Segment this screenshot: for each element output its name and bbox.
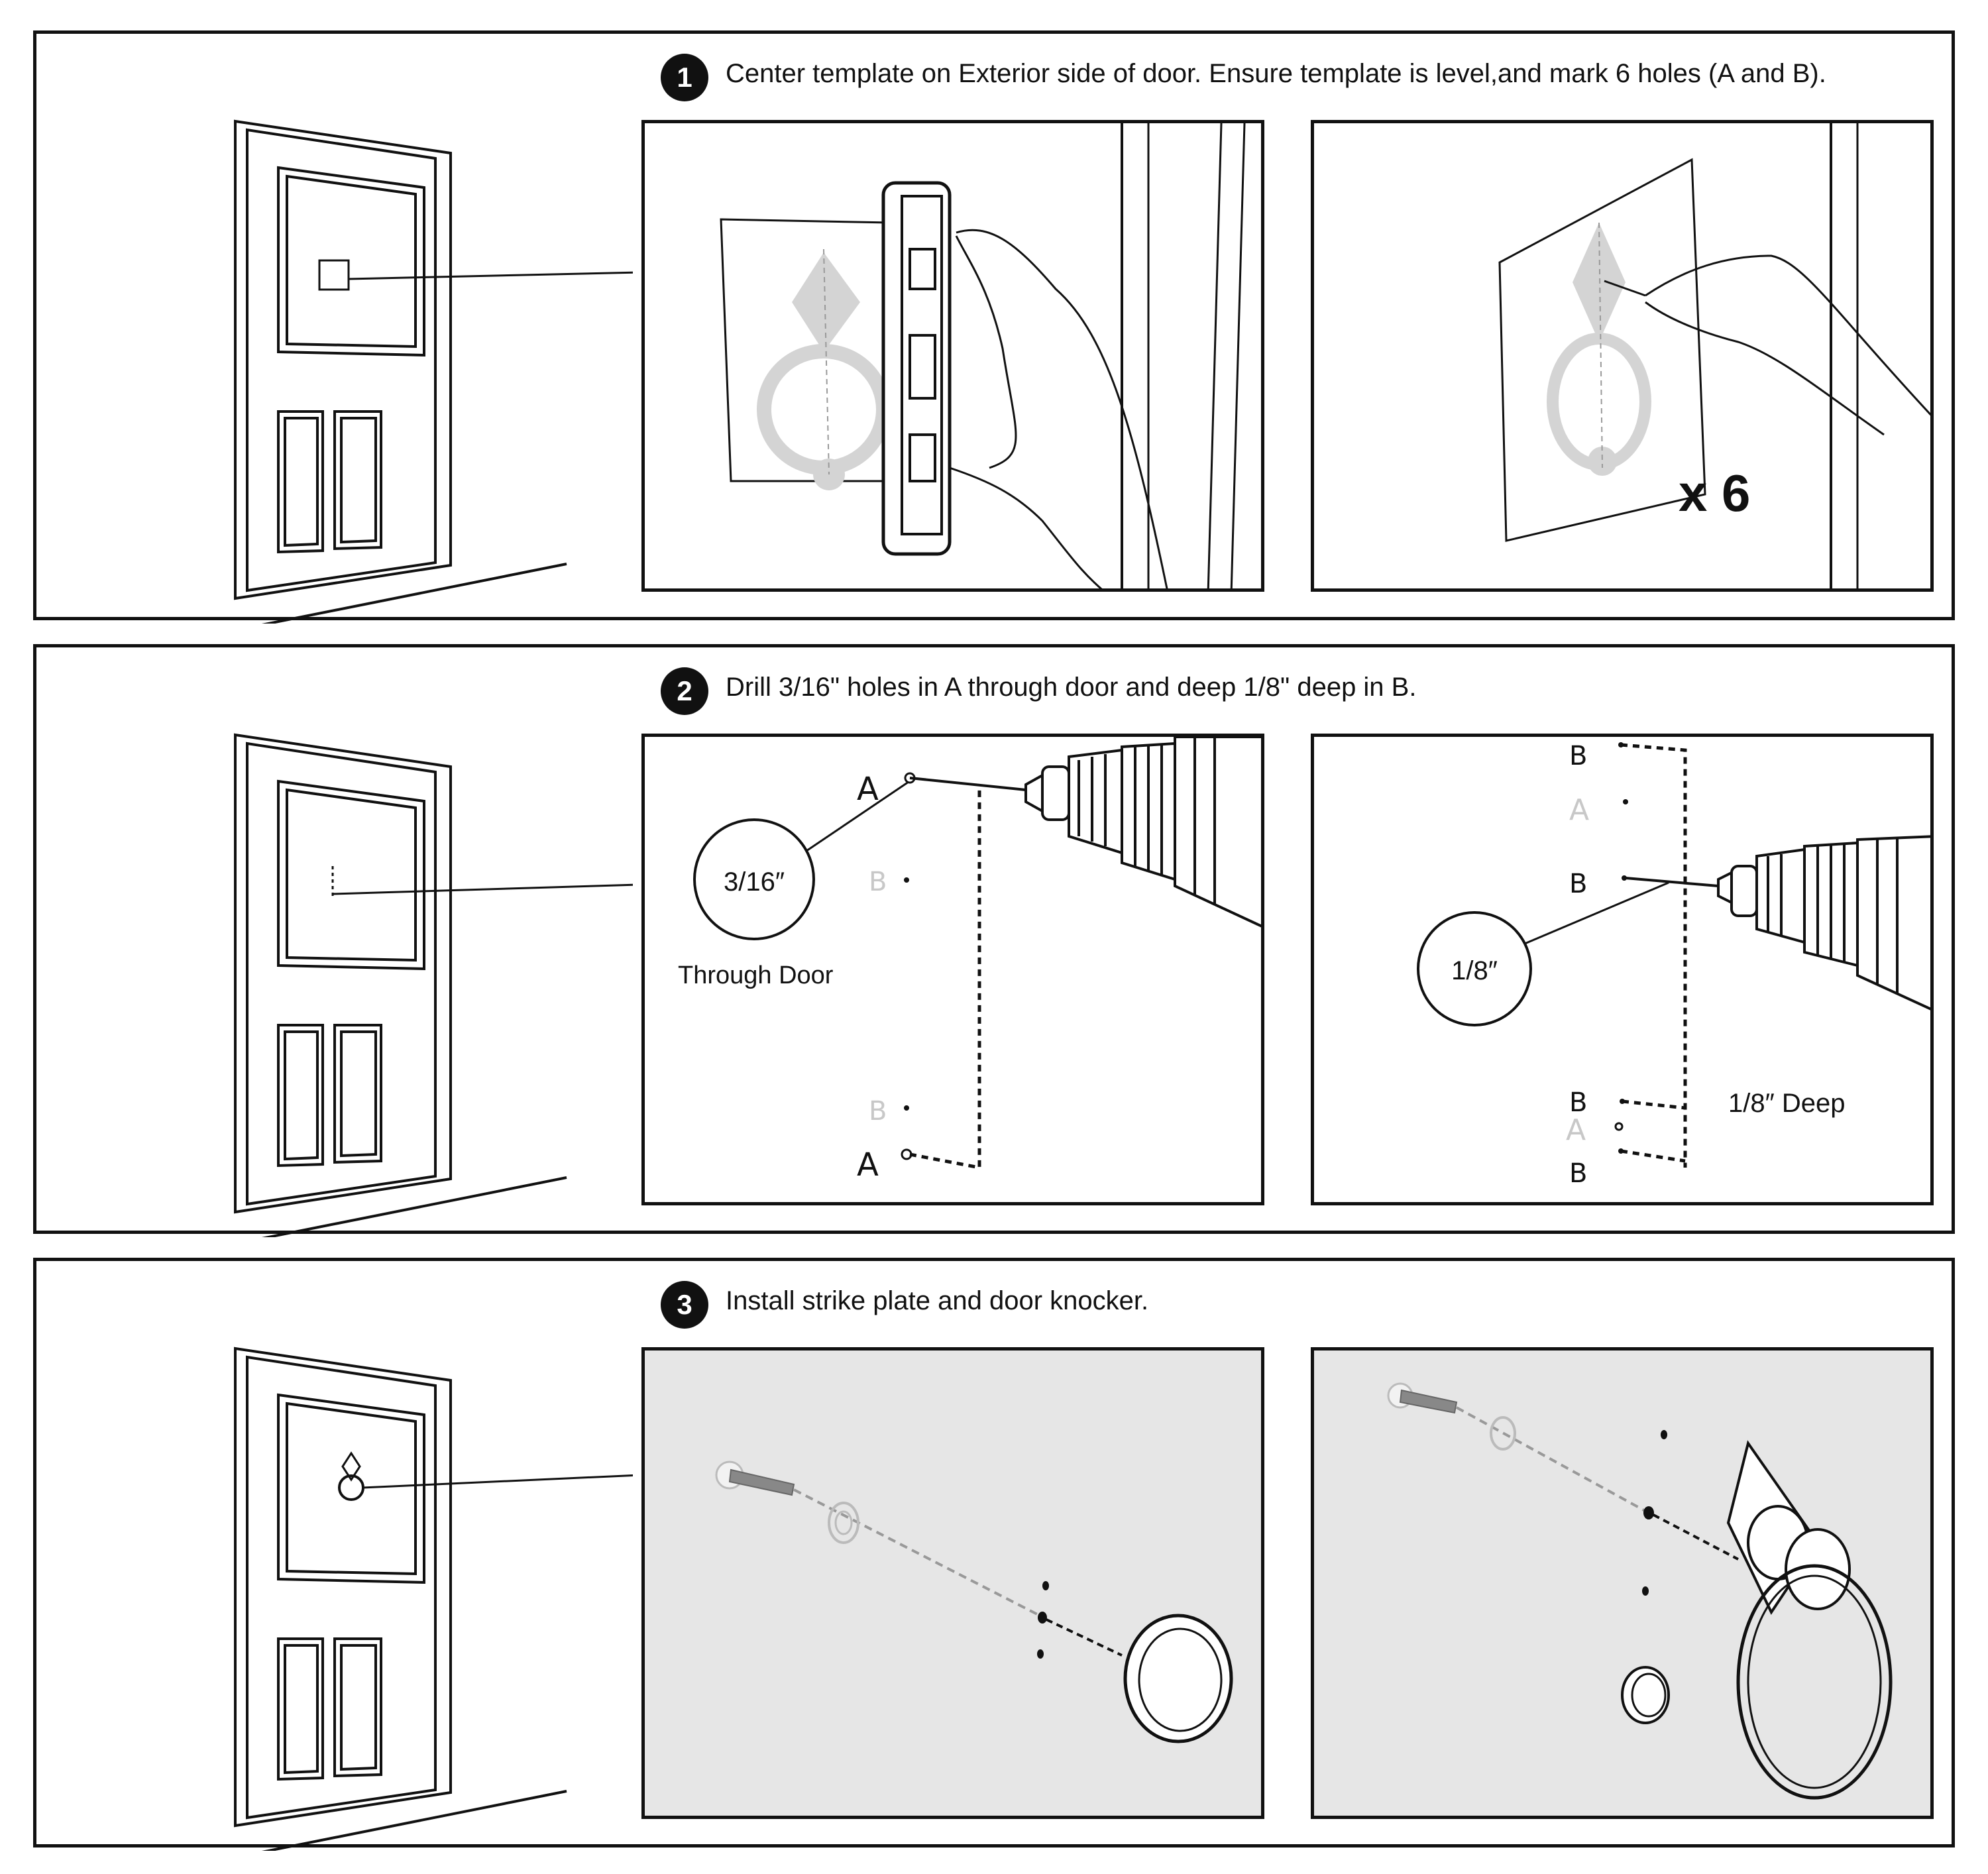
hole-label-a: A: [1569, 793, 1589, 827]
step-1-section: 1 Center template on Exterior side of do…: [33, 30, 1955, 624]
hole-label-b: B: [1569, 1087, 1587, 1118]
multiplier-label: x 6: [1679, 464, 1750, 522]
step-number-badge: 1: [661, 54, 708, 101]
hole-label-a: A: [857, 1146, 879, 1184]
mark-holes-panel: x 6: [1311, 120, 1934, 592]
drill-size-label: 3/16″: [724, 867, 785, 897]
step-number-badge: 2: [661, 667, 708, 715]
door-knocker-panel: [1311, 1347, 1934, 1819]
drill-through-illustration: 3/16″ Through Door A B B A: [678, 737, 1261, 1184]
hole-label-a: A: [857, 771, 879, 808]
door-illustration: [234, 733, 633, 1237]
pencil-marking-illustration: x 6: [1498, 123, 1930, 588]
door-illustration: [234, 119, 633, 624]
depth-label: 1/8″ Deep: [1728, 1089, 1846, 1118]
hole-label-a: A: [1566, 1113, 1586, 1147]
template-level-panel: [641, 120, 1264, 592]
hole-label-b: B: [1569, 741, 1587, 771]
hole-label-b: B: [1569, 1158, 1587, 1189]
hole-label-b: B: [869, 867, 887, 897]
power-drill: [1717, 835, 1930, 1011]
drill-depth-illustration: 1/8″ 1/8″ Deep B A B B A B: [1417, 741, 1930, 1189]
door-knocker-exploded-illustration: [1387, 1382, 1893, 1800]
hole-label-b: B: [1569, 869, 1587, 899]
strike-plate-panel: [641, 1347, 1264, 1819]
drill-size-label: 1/8″: [1451, 956, 1498, 985]
step-instruction: Drill 3/16" holes in A through door and …: [726, 673, 1417, 702]
door-illustration: [234, 1347, 633, 1851]
step-number-badge: 3: [661, 1281, 708, 1329]
drill-depth-panel: 1/8″ 1/8″ Deep B A B B A B: [1311, 734, 1934, 1205]
level-on-template-illustration: [720, 123, 1246, 588]
step-3-section: 3 Install strike plate and door knocker.: [33, 1258, 1955, 1851]
step-instruction: Center template on Exterior side of door…: [726, 59, 1826, 88]
through-door-label: Through Door: [678, 962, 834, 989]
step-2-section: 2 Drill 3/16" holes in A through door an…: [33, 644, 1955, 1237]
strike-plate-exploded-illustration: [715, 1461, 1233, 1743]
hole-label-b: B: [869, 1096, 887, 1127]
drill-through-panel: 3/16″ Through Door A B B A: [641, 734, 1264, 1205]
step-instruction: Install strike plate and door knocker.: [726, 1286, 1149, 1315]
power-drill: [1024, 737, 1261, 928]
